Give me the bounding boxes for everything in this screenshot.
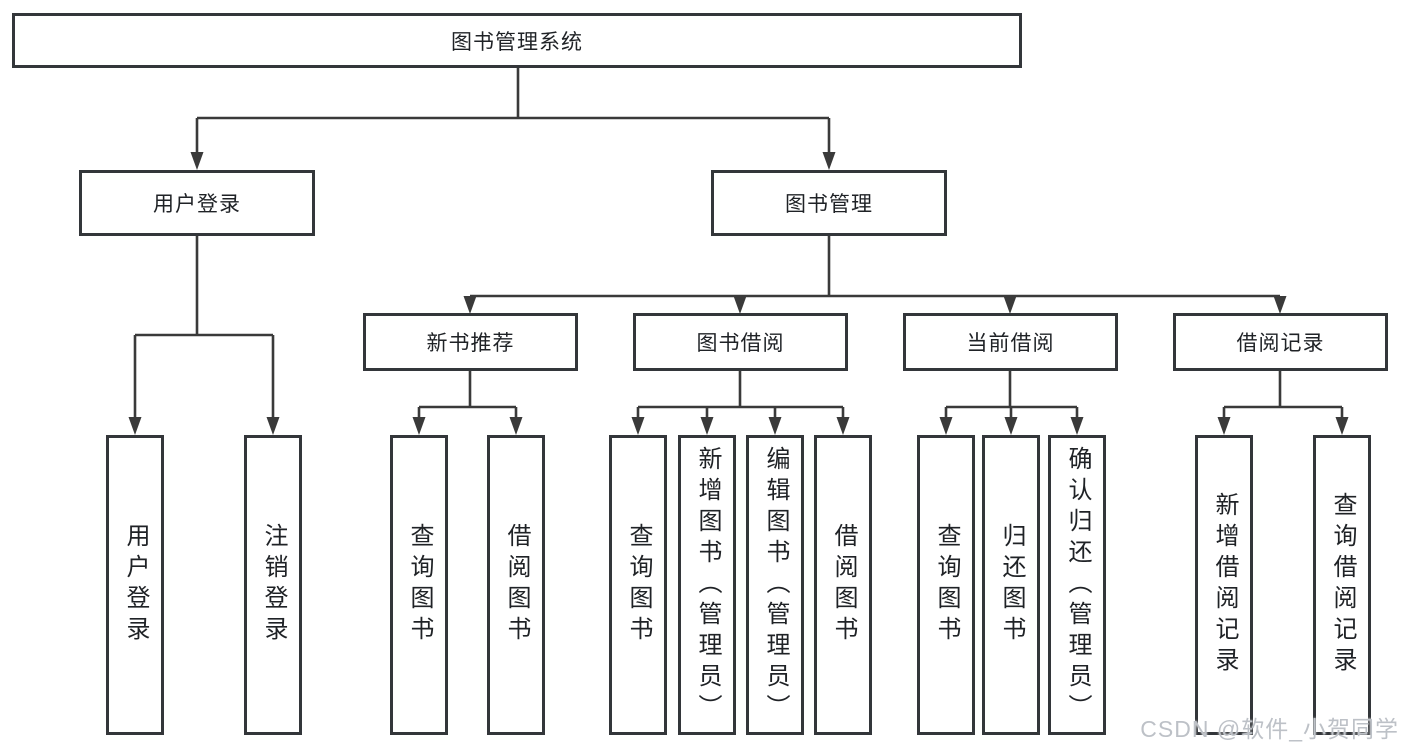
leaf-user-login: 用户登录: [106, 435, 164, 735]
leaf-confirm-return-admin-label: 确认归还（管理员）: [1064, 445, 1091, 725]
leaf-add-book-admin-label: 新增图书（管理员）: [694, 445, 721, 725]
arrowhead: [1003, 296, 1017, 314]
node-borrow-records-label: 借阅记录: [1236, 332, 1325, 355]
leaf-add-borrow-record-label: 新增借阅记录: [1211, 492, 1238, 678]
node-book-borrowing: 图书借阅: [633, 313, 848, 371]
arrowhead: [768, 417, 782, 435]
arrowhead: [1273, 296, 1287, 314]
leaf-user-login-label: 用户登录: [122, 523, 149, 647]
leaf-query-books-recommend-label: 查询图书: [406, 523, 433, 647]
leaf-query-books-current: 查询图书: [917, 435, 975, 735]
connector-new-book-branch: [417, 371, 518, 418]
arrowhead: [836, 417, 850, 435]
connector-root-to-level2: [195, 68, 831, 153]
leaf-query-books-borrowing-label: 查询图书: [625, 523, 652, 647]
node-new-book-recommendation: 新书推荐: [363, 313, 578, 371]
arrowhead: [412, 417, 426, 435]
leaf-borrow-books-recommend: 借阅图书: [487, 435, 545, 735]
connector-user-login-branch: [133, 236, 275, 418]
leaf-borrow-books-borrowing-label: 借阅图书: [830, 523, 857, 647]
connector-current-borrow-branch: [944, 371, 1079, 418]
node-library-management-system: 图书管理系统: [12, 13, 1022, 68]
leaf-edit-book-admin-label: 编辑图书（管理员）: [762, 445, 789, 725]
arrowhead: [1004, 417, 1018, 435]
connector-book-management-branch: [468, 236, 1282, 299]
leaf-return-book: 归还图书: [982, 435, 1040, 735]
node-book-borrowing-label: 图书借阅: [696, 332, 785, 355]
connector-book-borrow-branch: [636, 371, 845, 418]
arrowheads: [128, 152, 1349, 435]
arrowhead: [463, 296, 477, 314]
leaf-return-book-label: 归还图书: [998, 523, 1025, 647]
leaf-logout: 注销登录: [244, 435, 302, 735]
node-current-borrowing: 当前借阅: [903, 313, 1118, 371]
arrowhead: [509, 417, 523, 435]
leaf-query-borrow-record: 查询借阅记录: [1313, 435, 1371, 735]
leaf-query-books-recommend: 查询图书: [390, 435, 448, 735]
node-new-book-recommendation-label: 新书推荐: [426, 332, 515, 355]
arrowhead: [822, 152, 836, 170]
arrowhead: [939, 417, 953, 435]
leaf-confirm-return-admin: 确认归还（管理员）: [1048, 435, 1106, 735]
leaf-query-books-current-label: 查询图书: [933, 523, 960, 647]
csdn-watermark: CSDN @软件_小贺同学: [1140, 716, 1399, 742]
node-borrow-records: 借阅记录: [1173, 313, 1388, 371]
leaf-add-book-admin: 新增图书（管理员）: [678, 435, 736, 735]
arrowhead: [128, 417, 142, 435]
leaf-edit-book-admin: 编辑图书（管理员）: [746, 435, 804, 735]
arrowhead: [733, 296, 747, 314]
node-user-login-label: 用户登录: [153, 193, 241, 216]
leaf-query-borrow-record-label: 查询借阅记录: [1329, 492, 1356, 678]
arrowhead: [266, 417, 280, 435]
arrowhead: [1070, 417, 1084, 435]
leaf-query-books-borrowing: 查询图书: [609, 435, 667, 735]
node-book-management-label: 图书管理: [785, 193, 873, 216]
arrowhead: [631, 417, 645, 435]
leaf-logout-label: 注销登录: [260, 523, 287, 647]
connector-borrow-record-branch: [1222, 371, 1344, 418]
leaf-borrow-books-recommend-label: 借阅图书: [503, 523, 530, 647]
leaf-add-borrow-record: 新增借阅记录: [1195, 435, 1253, 735]
arrowhead: [700, 417, 714, 435]
node-book-management: 图书管理: [711, 170, 947, 236]
node-user-login: 用户登录: [79, 170, 315, 236]
arrowhead: [190, 152, 204, 170]
arrowhead: [1217, 417, 1231, 435]
node-library-management-system-label: 图书管理系统: [451, 30, 583, 54]
node-current-borrowing-label: 当前借阅: [966, 332, 1055, 355]
arrowhead: [1335, 417, 1349, 435]
leaf-borrow-books-borrowing: 借阅图书: [814, 435, 872, 735]
